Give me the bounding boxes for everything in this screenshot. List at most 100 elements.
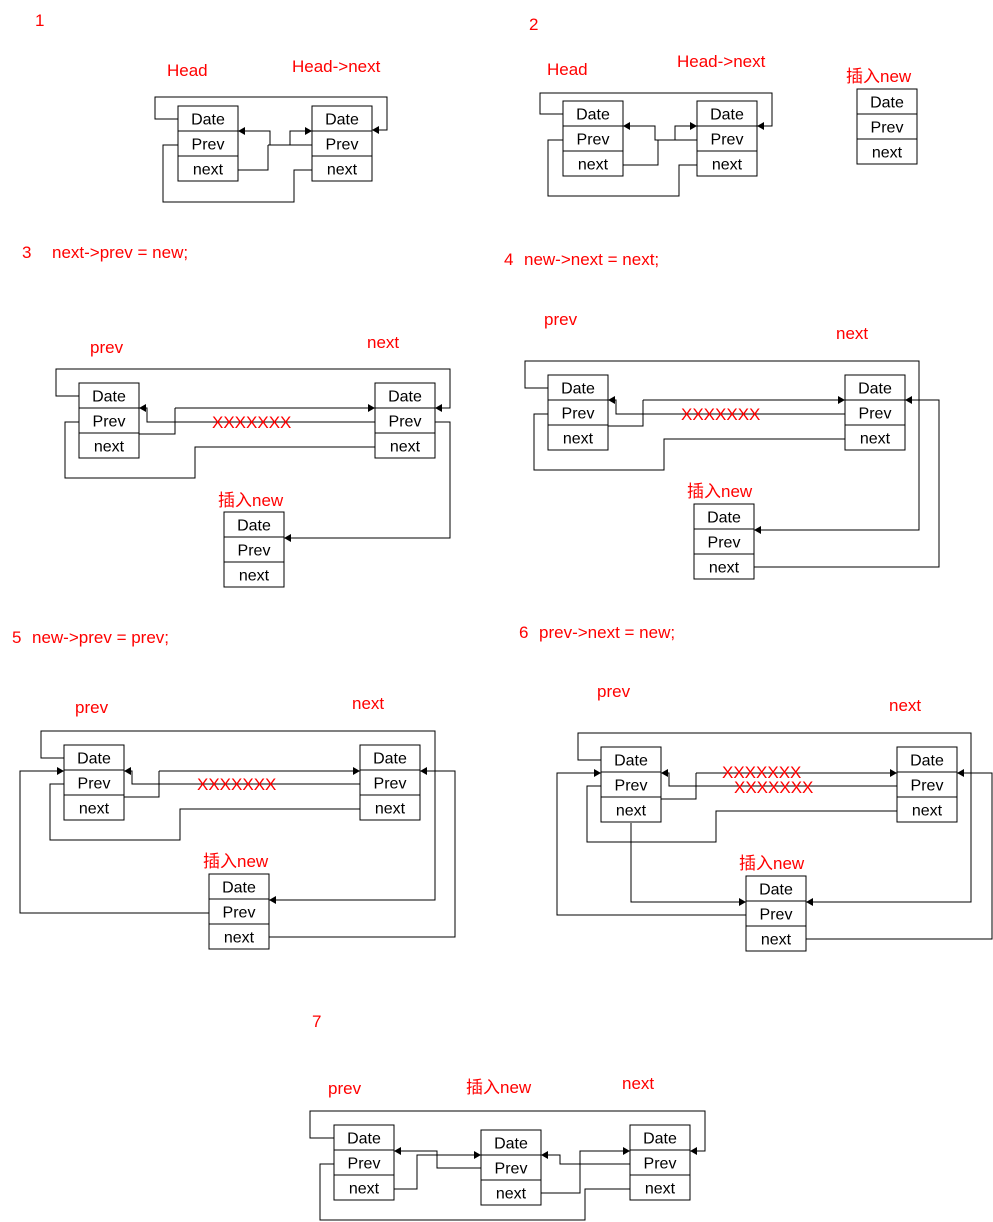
node-field-date: Date bbox=[759, 882, 793, 899]
node-frame bbox=[693, 503, 755, 580]
step-5-label-prev: prev bbox=[75, 698, 109, 717]
step-6-cross: XXXXXXX bbox=[734, 778, 813, 797]
step-2-label-new: 插入new bbox=[846, 67, 912, 86]
node-field-date: Date bbox=[191, 112, 225, 129]
node-field-date: Date bbox=[388, 389, 422, 406]
step-7-label-next: next bbox=[622, 1074, 654, 1093]
arrowhead bbox=[368, 404, 375, 412]
node-field-date: Date bbox=[707, 510, 741, 527]
step-5-label-new: 插入new bbox=[203, 852, 269, 871]
arrowhead bbox=[623, 1147, 630, 1155]
step-2-label-head: Head bbox=[547, 60, 588, 79]
node-field-prev: Prev bbox=[871, 120, 904, 137]
node-frame bbox=[374, 382, 436, 459]
node-field-prev: Prev bbox=[760, 907, 793, 924]
step-3-label-next: next bbox=[367, 333, 399, 352]
node-field-prev: Prev bbox=[348, 1156, 381, 1173]
arrowhead bbox=[957, 769, 964, 777]
arrowhead bbox=[739, 898, 746, 906]
step-5-link-new-next bbox=[269, 770, 456, 938]
step-2-link-wrap-top bbox=[539, 92, 773, 127]
step-6-cross-top: XXXXXXX bbox=[722, 763, 801, 782]
step-5-link-wrap-bottom bbox=[49, 783, 360, 841]
nodes: DatePrevnextDatePrevnextDatePrevnextDate… bbox=[63, 88, 958, 1206]
node-field-next: next bbox=[224, 930, 255, 947]
node-field-next: next bbox=[912, 803, 943, 820]
step-4-link-wrap-top bbox=[524, 360, 920, 531]
node-field-next: next bbox=[79, 801, 110, 818]
arrowhead bbox=[474, 1151, 481, 1159]
node-frame bbox=[896, 746, 958, 823]
node-field-next: next bbox=[349, 1181, 380, 1198]
step-2-link-prev bbox=[623, 125, 697, 141]
arrowhead bbox=[838, 396, 845, 404]
arrowhead bbox=[690, 122, 697, 130]
node-field-date: Date bbox=[910, 753, 944, 770]
node-field-prev: Prev bbox=[223, 905, 256, 922]
step-3-code: next->prev = new; bbox=[52, 243, 188, 262]
node-field-next: next bbox=[616, 803, 647, 820]
connector-lines bbox=[19, 92, 993, 1221]
step-1-link-wrap-top bbox=[154, 96, 388, 131]
node-frame bbox=[311, 105, 373, 182]
step-3-link-old-next-tail bbox=[139, 408, 176, 435]
node-field-next: next bbox=[390, 439, 421, 456]
node-field-next: next bbox=[872, 145, 903, 162]
node-field-prev: Prev bbox=[93, 414, 126, 431]
step-6-link-wrap-bottom bbox=[586, 785, 897, 843]
node-frame bbox=[78, 382, 140, 459]
step-4-number: 4 bbox=[504, 250, 513, 269]
node-field-next: next bbox=[860, 431, 891, 448]
node-field-next: next bbox=[496, 1186, 527, 1203]
node-field-next: next bbox=[709, 560, 740, 577]
arrowhead bbox=[139, 404, 146, 412]
arrowhead bbox=[372, 126, 379, 134]
arrowhead bbox=[541, 1151, 548, 1159]
step-3-label-new: 插入new bbox=[218, 491, 284, 510]
step-5-link-old-next-tail bbox=[124, 771, 160, 798]
step-7-number: 7 bbox=[312, 1012, 321, 1031]
step-5-cross: XXXXXXX bbox=[197, 775, 276, 794]
step-6-label-next: next bbox=[889, 696, 921, 715]
step-4-code: new->next = next; bbox=[524, 250, 659, 269]
step-3-link-next-prev-new bbox=[284, 421, 451, 539]
node-frame bbox=[63, 744, 125, 821]
step-4-label-prev: prev bbox=[544, 310, 578, 329]
node-field-date: Date bbox=[561, 381, 595, 398]
step-2-link-next-a bbox=[623, 140, 659, 166]
node-field-prev: Prev bbox=[911, 778, 944, 795]
node-field-next: next bbox=[94, 439, 125, 456]
arrowhead bbox=[353, 767, 360, 775]
step-1-link-next-b bbox=[268, 130, 312, 146]
node-field-date: Date bbox=[870, 95, 904, 112]
node-field-next: next bbox=[645, 1181, 676, 1198]
step-5-label-next: next bbox=[352, 694, 384, 713]
step-3-number: 3 bbox=[22, 243, 31, 262]
arrowhead bbox=[661, 769, 668, 777]
node-frame bbox=[333, 1124, 395, 1201]
node-frame bbox=[480, 1129, 542, 1206]
node-field-prev: Prev bbox=[562, 406, 595, 423]
step-1-label-head: Head bbox=[167, 61, 208, 80]
step-3-link-wrap-top bbox=[55, 368, 451, 409]
step-6-link-prev-next-new bbox=[630, 823, 746, 903]
arrowhead bbox=[623, 122, 630, 130]
step-4-cross: XXXXXXX bbox=[681, 405, 760, 424]
step-7-link-next-prev bbox=[541, 1154, 630, 1165]
step-4-label-new: 插入new bbox=[687, 482, 753, 501]
step-5-number: 5 bbox=[12, 628, 21, 647]
step-6-link-new-prev bbox=[556, 772, 746, 916]
step-4-label-next: next bbox=[836, 324, 868, 343]
node-field-date: Date bbox=[222, 880, 256, 897]
arrowhead bbox=[890, 769, 897, 777]
step-3-label-prev: prev bbox=[90, 338, 124, 357]
node-field-date: Date bbox=[710, 107, 744, 124]
step-5-link-new-prev bbox=[19, 770, 209, 914]
step-7-label-new: 插入new bbox=[466, 1078, 532, 1097]
